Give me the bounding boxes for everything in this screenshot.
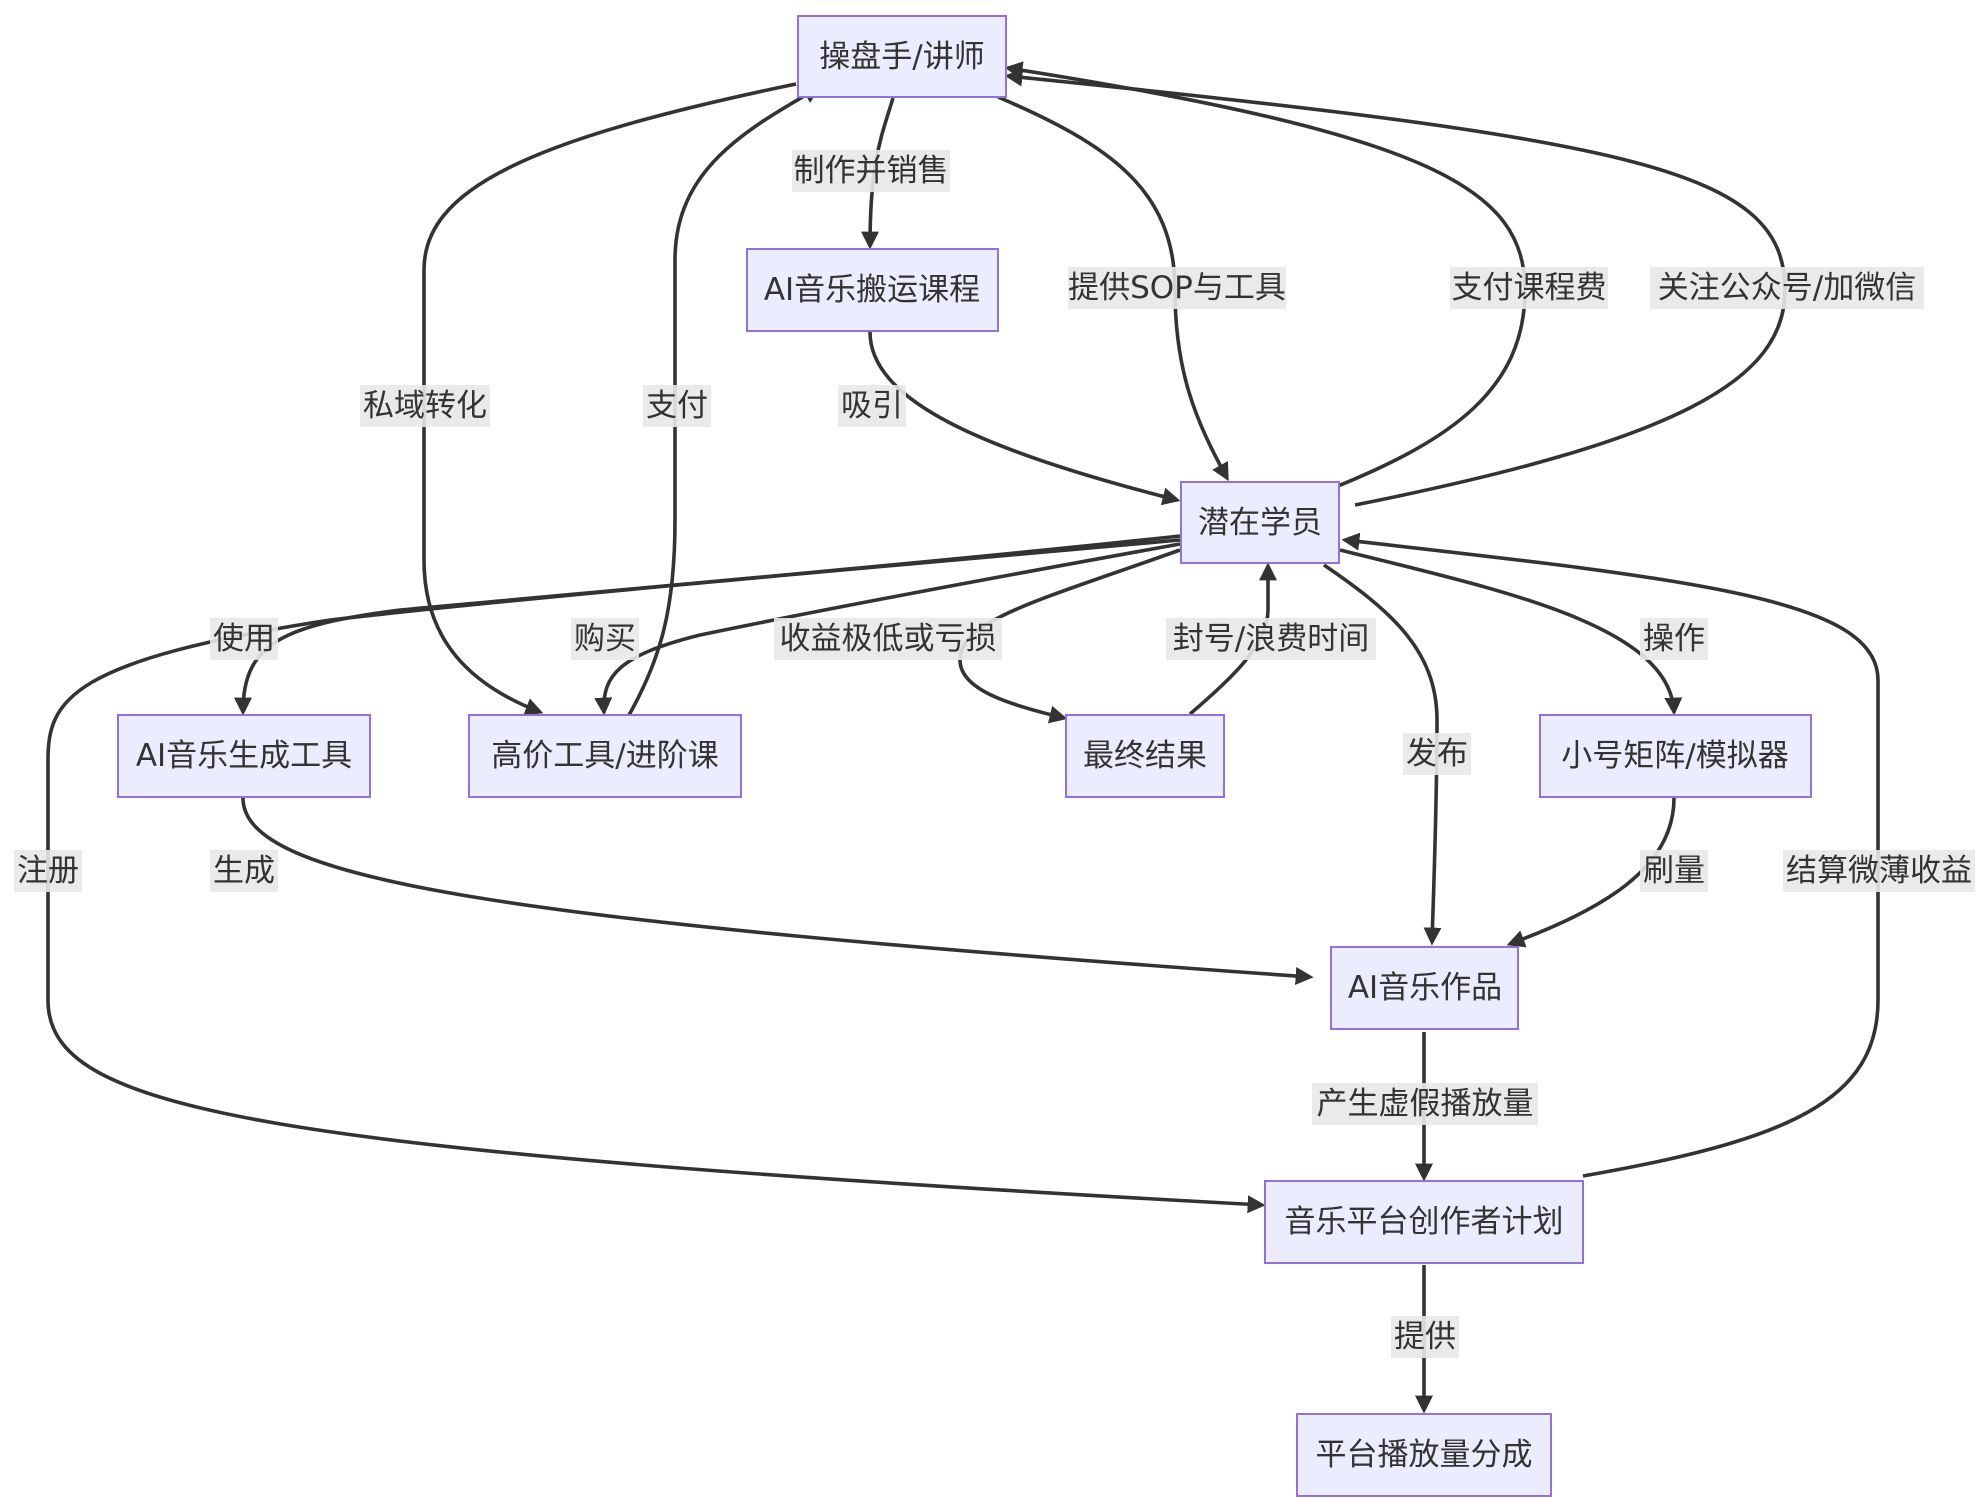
edge-label-use: 使用 — [210, 618, 278, 660]
edge-label-make-sell: 制作并销售 — [792, 150, 950, 192]
edge-label-provide: 提供 — [1391, 1316, 1459, 1358]
svg-text:注册: 注册 — [17, 853, 79, 889]
svg-text:结算微薄收益: 结算微薄收益 — [1786, 853, 1972, 889]
svg-text:发布: 发布 — [1406, 736, 1468, 772]
node-revenue-share[interactable]: 平台播放量分成 — [1296, 1413, 1552, 1497]
node-work[interactable]: AI音乐作品 — [1330, 946, 1519, 1030]
svg-text:私域转化: 私域转化 — [363, 388, 487, 424]
edge-student-to-premium — [594, 542, 1181, 716]
svg-text:AI音乐作品: AI音乐作品 — [1348, 970, 1502, 1006]
edge-matrix-to-work — [1506, 797, 1676, 948]
edge-label-operate: 操作 — [1640, 618, 1708, 660]
svg-text:提供: 提供 — [1394, 1319, 1456, 1355]
svg-text:潜在学员: 潜在学员 — [1198, 505, 1322, 541]
edge-course-to-student — [868, 331, 1181, 506]
edge-label-boost: 刷量 — [1640, 850, 1708, 892]
edge-gen-tool-to-work — [241, 797, 1314, 985]
edge-student-pay-fee-to-operator — [1004, 61, 1527, 488]
edge-label-register: 注册 — [14, 850, 82, 892]
svg-text:购买: 购买 — [574, 621, 636, 657]
svg-text:制作并销售: 制作并销售 — [794, 153, 949, 189]
edge-label-attract: 吸引 — [838, 385, 906, 427]
edges — [46, 61, 1880, 1414]
node-operator[interactable]: 操盘手/讲师 — [797, 15, 1007, 98]
edge-student-to-work — [1322, 563, 1442, 946]
edge-labels: 制作并销售 提供SOP与工具 支付课程费 关注公众号/加微信 私域转化 支付 吸… — [14, 150, 1975, 1358]
svg-text:AI音乐生成工具: AI音乐生成工具 — [136, 738, 352, 774]
node-gen-tool[interactable]: AI音乐生成工具 — [117, 714, 371, 798]
svg-text:AI音乐搬运课程: AI音乐搬运课程 — [764, 272, 980, 308]
svg-text:关注公众号/加微信: 关注公众号/加微信 — [1658, 270, 1916, 306]
edge-premium-to-operator — [627, 86, 822, 716]
edge-platform-plan-to-student — [1341, 532, 1880, 1178]
edge-label-sop-tools: 提供SOP与工具 — [1068, 267, 1286, 309]
node-result[interactable]: 最终结果 — [1065, 714, 1225, 798]
svg-text:生成: 生成 — [213, 853, 275, 889]
svg-text:封号/浪费时间: 封号/浪费时间 — [1173, 621, 1369, 657]
svg-text:支付: 支付 — [646, 388, 708, 424]
svg-text:操盘手/讲师: 操盘手/讲师 — [819, 39, 984, 75]
svg-text:平台播放量分成: 平台播放量分成 — [1316, 1437, 1533, 1473]
node-course[interactable]: AI音乐搬运课程 — [746, 248, 999, 332]
svg-text:最终结果: 最终结果 — [1083, 738, 1207, 774]
svg-text:产生虚假播放量: 产生虚假播放量 — [1317, 1086, 1534, 1122]
edge-student-to-platform-plan — [46, 538, 1266, 1214]
edge-label-settle: 结算微薄收益 — [1783, 850, 1975, 892]
node-student[interactable]: 潜在学员 — [1180, 481, 1340, 564]
edge-label-private: 私域转化 — [360, 385, 490, 427]
edge-label-pay: 支付 — [643, 385, 711, 427]
svg-text:音乐平台创作者计划: 音乐平台创作者计划 — [1285, 1204, 1564, 1240]
edge-student-to-matrix — [1339, 548, 1683, 716]
svg-text:小号矩阵/模拟器: 小号矩阵/模拟器 — [1561, 738, 1788, 774]
edge-label-fake-plays: 产生虚假播放量 — [1312, 1083, 1538, 1125]
edge-label-low-profit: 收益极低或亏损 — [774, 618, 1002, 660]
svg-text:操作: 操作 — [1643, 621, 1705, 657]
edge-label-follow: 关注公众号/加微信 — [1650, 267, 1924, 309]
edge-label-pay-fee: 支付课程费 — [1450, 267, 1608, 309]
edge-student-to-gen-tool — [234, 534, 1181, 716]
svg-text:吸引: 吸引 — [841, 388, 903, 424]
edge-label-generate: 生成 — [210, 850, 278, 892]
edge-label-banned: 封号/浪费时间 — [1166, 618, 1376, 660]
svg-text:支付课程费: 支付课程费 — [1452, 270, 1607, 306]
svg-text:高价工具/进阶课: 高价工具/进阶课 — [491, 738, 718, 774]
node-matrix[interactable]: 小号矩阵/模拟器 — [1539, 714, 1812, 798]
edge-label-buy: 购买 — [571, 618, 639, 660]
svg-text:收益极低或亏损: 收益极低或亏损 — [780, 621, 997, 657]
svg-text:刷量: 刷量 — [1643, 853, 1705, 889]
svg-text:使用: 使用 — [213, 621, 275, 657]
svg-text:提供SOP与工具: 提供SOP与工具 — [1068, 270, 1286, 306]
node-platform-plan[interactable]: 音乐平台创作者计划 — [1264, 1180, 1584, 1264]
nodes: 操盘手/讲师 AI音乐搬运课程 潜在学员 AI音乐生成工具 高价工具/进阶课 最… — [117, 15, 1812, 1497]
node-premium[interactable]: 高价工具/进阶课 — [468, 714, 742, 798]
edge-operator-to-premium — [422, 82, 797, 716]
edge-student-follow-to-operator — [1004, 68, 1787, 507]
edge-label-publish: 发布 — [1403, 733, 1471, 775]
